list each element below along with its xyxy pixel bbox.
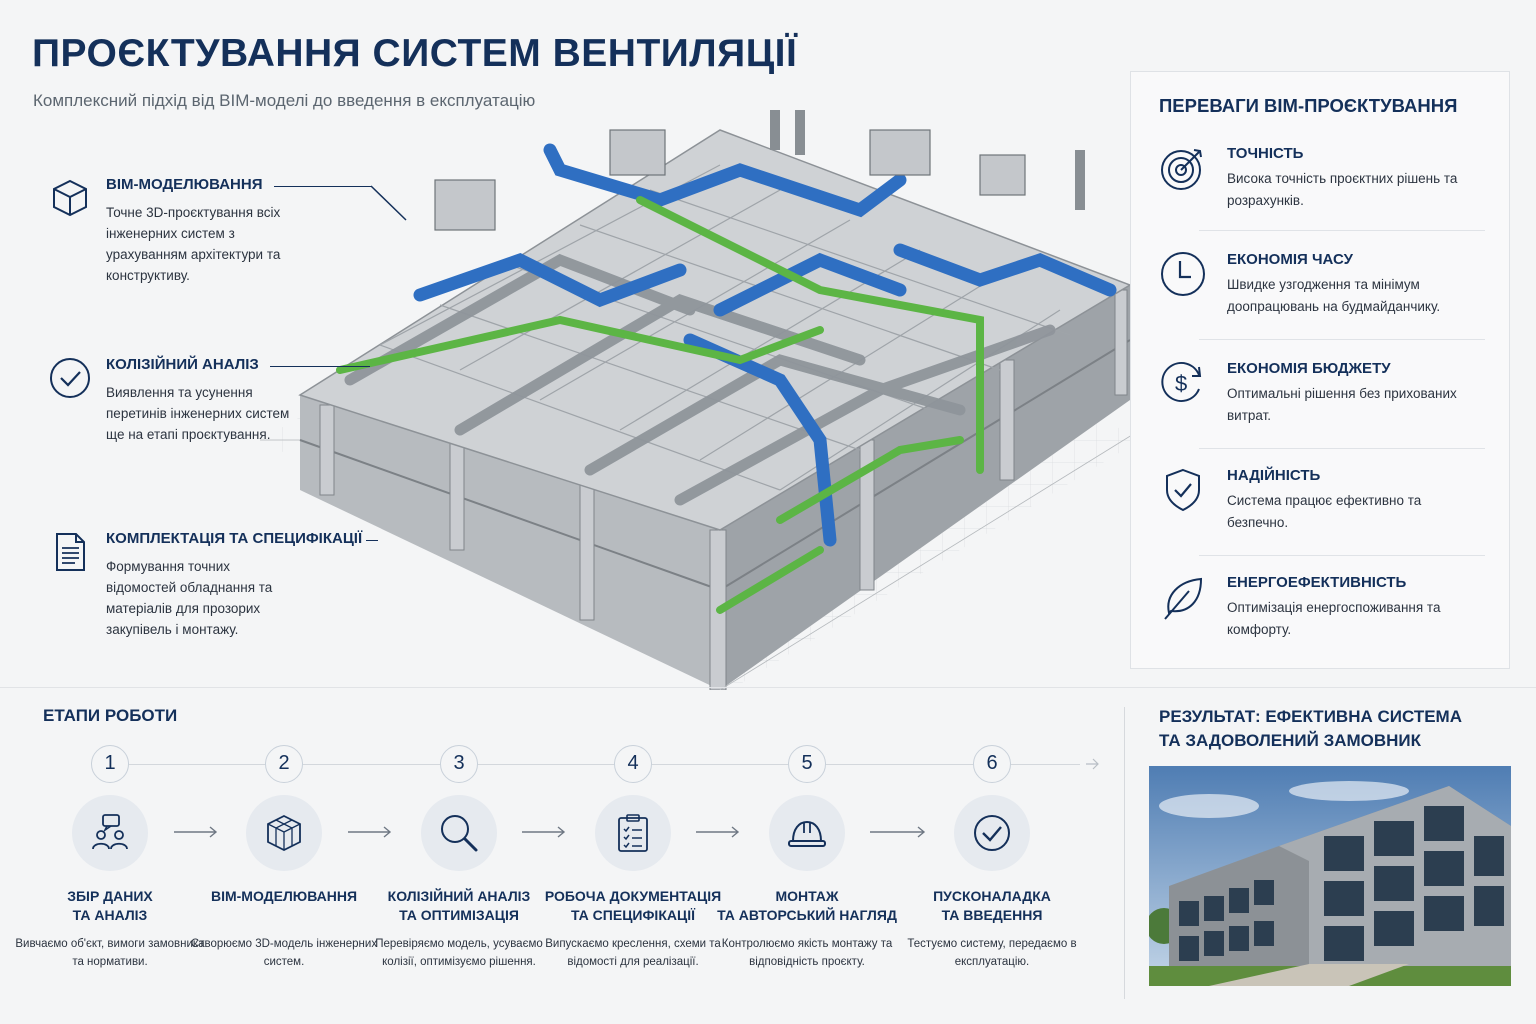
advantage-time: ЕКОНОМІЯ ЧАСУ Швидке узгодження та мінім… [1159, 250, 1485, 350]
advantage-title: НАДІЙНІСТЬ [1227, 467, 1321, 484]
stage-title: МОНТАЖ ТА АВТОРСЬКИЙ НАГЛЯД [717, 888, 897, 923]
feature-title: КОЛІЗІЙНИЙ АНАЛІЗ [106, 356, 259, 373]
advantages-panel: ПЕРЕВАГИ BIM-ПРОЄКТУВАННЯ ТОЧНІСТЬ Висок… [1130, 71, 1510, 669]
divider [1199, 230, 1485, 231]
stage-icon-circle [72, 795, 148, 871]
leaf-icon [1164, 577, 1203, 620]
advantage-reliability: НАДІЙНІСТЬ Система працює ефективно та б… [1159, 466, 1485, 566]
arrow-right-icon [174, 826, 218, 838]
feature-desc: Точне 3D-проєктування всіх інженерних си… [106, 205, 281, 283]
clipboard-icon [618, 814, 648, 852]
stage-number: 2 [265, 745, 303, 783]
hard-hat-icon [788, 820, 826, 847]
feature-title: КОМПЛЕКТАЦІЯ ТА СПЕЦИФІКАЦІЇ [106, 530, 363, 547]
divider [1199, 555, 1485, 556]
advantage-title: ЕКОНОМІЯ БЮДЖЕТУ [1227, 360, 1391, 377]
stage-number: 3 [440, 745, 478, 783]
clock-icon [1161, 252, 1205, 296]
shield-check-icon [1166, 468, 1200, 512]
feature-desc: Формування точних відомостей обладнання … [106, 559, 273, 637]
arrow-right-icon [522, 826, 566, 838]
stage-number: 1 [91, 745, 129, 783]
arrow-right-icon [1086, 758, 1099, 770]
stage-desc: Контролюємо якість монтажу та відповідні… [721, 938, 893, 968]
page-subtitle: Комплексний підхід від BIM-моделі до вве… [33, 91, 536, 110]
dollar-icon: $ [1161, 362, 1202, 402]
stage-icon-circle [246, 795, 322, 871]
advantage-title: ЕКОНОМІЯ ЧАСУ [1227, 251, 1353, 268]
stage-icon-circle [954, 795, 1030, 871]
svg-text:$: $ [1175, 371, 1187, 396]
stages-title: ЕТАПИ РОБОТИ [43, 706, 178, 725]
check-circle-icon [974, 815, 1010, 851]
advantages-title: ПЕРЕВАГИ BIM-ПРОЄКТУВАННЯ [1159, 95, 1458, 116]
feature-desc: Виявлення та усунення перетинів інженерн… [106, 385, 290, 442]
cube-icon [267, 814, 301, 852]
section-divider [0, 687, 1536, 688]
document-icon [56, 533, 85, 571]
feature-title: BIM-МОДЕЛЮВАННЯ [106, 176, 263, 193]
advantage-title: ЕНЕРГОЕФЕКТИВНІСТЬ [1227, 574, 1407, 591]
leader-line [270, 366, 370, 367]
advantage-energy: ЕНЕРГОЕФЕКТИВНІСТЬ Оптимізація енергоспо… [1159, 573, 1485, 673]
stage-title: ПУСКОНАЛАДКА ТА ВВЕДЕННЯ [933, 888, 1051, 923]
advantage-desc: Оптимальні рішення без прихованих витрат… [1227, 386, 1457, 423]
stage-number: 6 [973, 745, 1011, 783]
advantage-desc: Система працює ефективно та безпечно. [1227, 493, 1422, 530]
stage-icon-circle [421, 795, 497, 871]
magnifier-icon [441, 815, 478, 852]
building-photo [1149, 766, 1511, 986]
arrow-right-icon [696, 826, 740, 838]
stage-number: 4 [614, 745, 652, 783]
stage-number: 5 [788, 745, 826, 783]
stage-title: ЗБІР ДАНИХ ТА АНАЛІЗ [67, 888, 153, 923]
cube-icon [53, 179, 87, 217]
divider [1199, 448, 1485, 449]
advantage-title: ТОЧНІСТЬ [1227, 145, 1304, 162]
advantage-desc: Швидке узгодження та мінімум доопрацюван… [1227, 277, 1441, 314]
stage-title: КОЛІЗІЙНИЙ АНАЛІЗ ТА ОПТИМІЗАЦІЯ [387, 888, 531, 923]
stage-title: BIM-МОДЕЛЮВАННЯ [210, 888, 358, 904]
leader-line [366, 540, 378, 541]
stage-icon-circle [769, 795, 845, 871]
stage-desc: Вивчаємо об'єкт, вимоги замовника та нор… [15, 938, 205, 968]
advantage-desc: Оптимізація енергоспоживання та комфорту… [1227, 600, 1441, 637]
stage-desc: Випускаємо креслення, схеми та відомості… [545, 938, 721, 968]
arrow-right-icon [870, 826, 926, 838]
stage-icon-circle [595, 795, 671, 871]
advantage-accuracy: ТОЧНІСТЬ Висока точність проєктних рішен… [1159, 144, 1485, 244]
check-circle-icon [50, 358, 90, 398]
leader-line-diagonal [370, 185, 407, 221]
stage-title: РОБОЧА ДОКУМЕНТАЦІЯ ТА СПЕЦИФІКАЦІЇ [544, 888, 722, 923]
advantage-budget: $ ЕКОНОМІЯ БЮДЖЕТУ Оптимальні рішення бе… [1159, 359, 1485, 459]
building-illustration [260, 110, 1140, 690]
stage-desc: Тестуємо систему, передаємо в експлуатац… [907, 938, 1077, 968]
result-title: РЕЗУЛЬТАТ: ЕФЕКТИВНА СИСТЕМА ТА ЗАДОВОЛЕ… [1159, 707, 1462, 750]
stages-timeline [120, 764, 1080, 765]
leader-line [274, 186, 372, 187]
stage-desc: Створюємо 3D-модель інженерних систем. [190, 938, 378, 968]
target-icon [1161, 149, 1202, 190]
stage-desc: Перевіряємо модель, усуваємо колізії, оп… [375, 938, 543, 968]
vertical-divider [1124, 707, 1125, 999]
advantage-desc: Висока точність проєктних рішень та розр… [1227, 171, 1458, 208]
page-title: ПРОЄКТУВАННЯ СИСТЕМ ВЕНТИЛЯЦІЇ [32, 32, 798, 75]
team-chat-icon [92, 814, 128, 850]
divider [1199, 339, 1485, 340]
arrow-right-icon [348, 826, 392, 838]
